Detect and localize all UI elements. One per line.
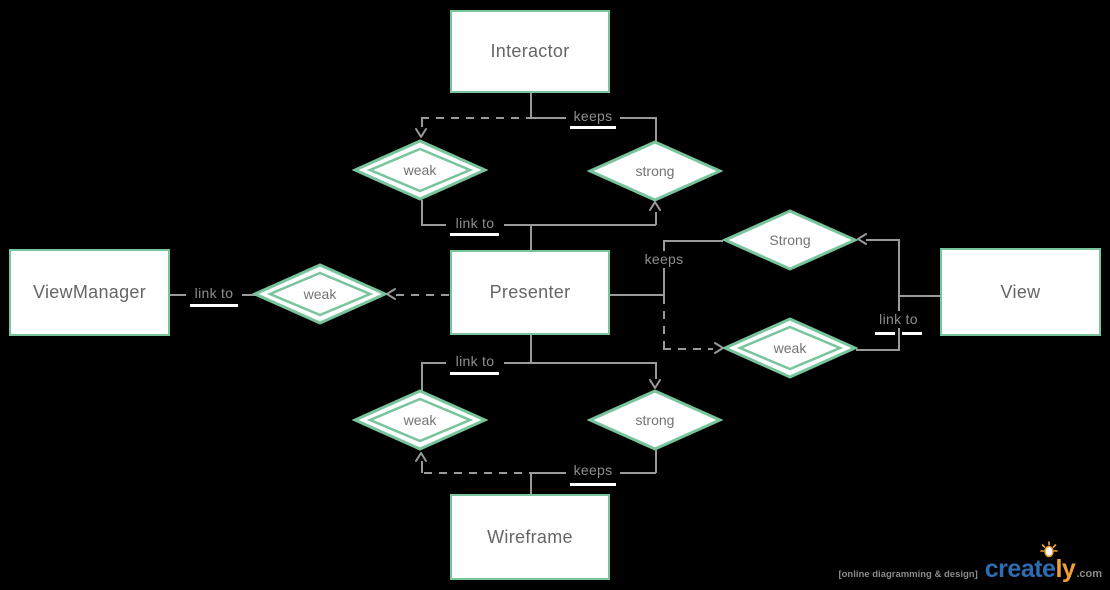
relationship-label: strong xyxy=(635,163,675,179)
weak-diamond-shape xyxy=(252,263,388,325)
entity-viewmanager[interactable]: ViewManager xyxy=(9,249,170,336)
relationship-strong-bottom[interactable]: strong xyxy=(587,389,723,451)
relationship-label: strong xyxy=(635,412,675,428)
label-underline xyxy=(190,304,238,307)
strong-diamond-shape xyxy=(587,389,723,451)
label-underline xyxy=(450,372,499,375)
edge-label-link-to-right: link to xyxy=(870,311,927,328)
relationship-strong-right[interactable]: Strong xyxy=(722,209,858,271)
edge-label-link-to-bottom: link to xyxy=(446,353,504,370)
connector-line xyxy=(530,224,532,251)
connector-line xyxy=(663,240,665,296)
entity-label: Interactor xyxy=(490,41,570,61)
logo-tagline: [online diagramming & design] xyxy=(838,569,978,580)
edge-label-link-to-left: link to xyxy=(186,285,242,302)
entity-wireframe[interactable]: Wireframe xyxy=(450,494,610,580)
edge-label-link-to-top: link to xyxy=(446,215,504,232)
entity-interactor[interactable]: Interactor xyxy=(450,10,610,93)
relationship-label: weak xyxy=(773,340,807,356)
connector-line xyxy=(421,461,423,473)
relationship-label: Strong xyxy=(769,232,811,248)
label-underline-dashed xyxy=(875,332,923,335)
connector-line xyxy=(421,117,423,127)
arrowhead-up-icon xyxy=(649,201,661,211)
entity-label: Presenter xyxy=(489,282,571,302)
relationship-label: weak xyxy=(403,162,437,178)
lightbulb-icon xyxy=(1040,541,1059,558)
arrowhead-up-icon xyxy=(415,452,427,462)
connector-line xyxy=(898,295,940,297)
connector-line-dashed xyxy=(421,117,531,119)
strong-diamond-shape xyxy=(722,209,858,271)
edge-label-keeps-top: keeps xyxy=(566,108,620,125)
logo-wordmark: creately xyxy=(985,541,1076,584)
creately-logo[interactable]: [online diagramming & design] creately .… xyxy=(838,541,1102,584)
relationship-weak-left[interactable]: weak xyxy=(252,263,388,325)
edge-label-keeps-right: keeps xyxy=(639,251,689,268)
label-underline xyxy=(450,233,499,236)
connector-line xyxy=(530,335,532,363)
strong-diamond-shape xyxy=(587,140,723,202)
connector-line xyxy=(655,117,657,142)
logo-suffix: .com xyxy=(1076,568,1102,580)
relationship-weak-bottom[interactable]: weak xyxy=(352,389,488,451)
label-underline xyxy=(570,126,616,129)
connector-line xyxy=(663,240,723,242)
label-underline xyxy=(570,483,616,486)
entity-view[interactable]: View xyxy=(940,248,1101,336)
relationship-strong-top[interactable]: strong xyxy=(587,140,723,202)
relationship-weak-right[interactable]: weak xyxy=(722,317,858,379)
connector-line xyxy=(866,239,899,241)
entity-presenter[interactable]: Presenter xyxy=(450,250,610,335)
relationship-label: weak xyxy=(403,412,437,428)
entity-label: Wireframe xyxy=(487,526,573,547)
edge-label-keeps-bottom: keeps xyxy=(566,462,620,479)
connector-line-dashed xyxy=(663,348,713,350)
connector-line xyxy=(655,212,657,225)
weak-diamond-shape xyxy=(352,389,488,451)
arrowhead-down-icon xyxy=(649,379,661,389)
connector-line xyxy=(421,224,656,226)
connector-line xyxy=(856,349,899,351)
connector-line xyxy=(421,362,656,364)
connector-line-dashed xyxy=(396,294,450,296)
connector-line xyxy=(655,362,657,379)
entity-label: View xyxy=(1000,281,1041,302)
entity-label: ViewManager xyxy=(32,282,147,302)
weak-diamond-shape xyxy=(722,317,858,379)
weak-diamond-shape xyxy=(352,139,488,201)
connector-line xyxy=(421,200,423,225)
connector-line-dashed xyxy=(663,296,665,349)
relationship-weak-top[interactable]: weak xyxy=(352,139,488,201)
connector-line xyxy=(530,472,532,495)
connector-line xyxy=(655,450,657,473)
connector-line-dashed xyxy=(424,472,531,474)
connector-line xyxy=(530,93,532,118)
arrowhead-down-icon xyxy=(415,128,427,138)
arrowhead-left-icon xyxy=(857,233,867,245)
connector-line xyxy=(421,362,423,391)
connector-line xyxy=(610,294,664,296)
relationship-label: weak xyxy=(303,286,337,302)
